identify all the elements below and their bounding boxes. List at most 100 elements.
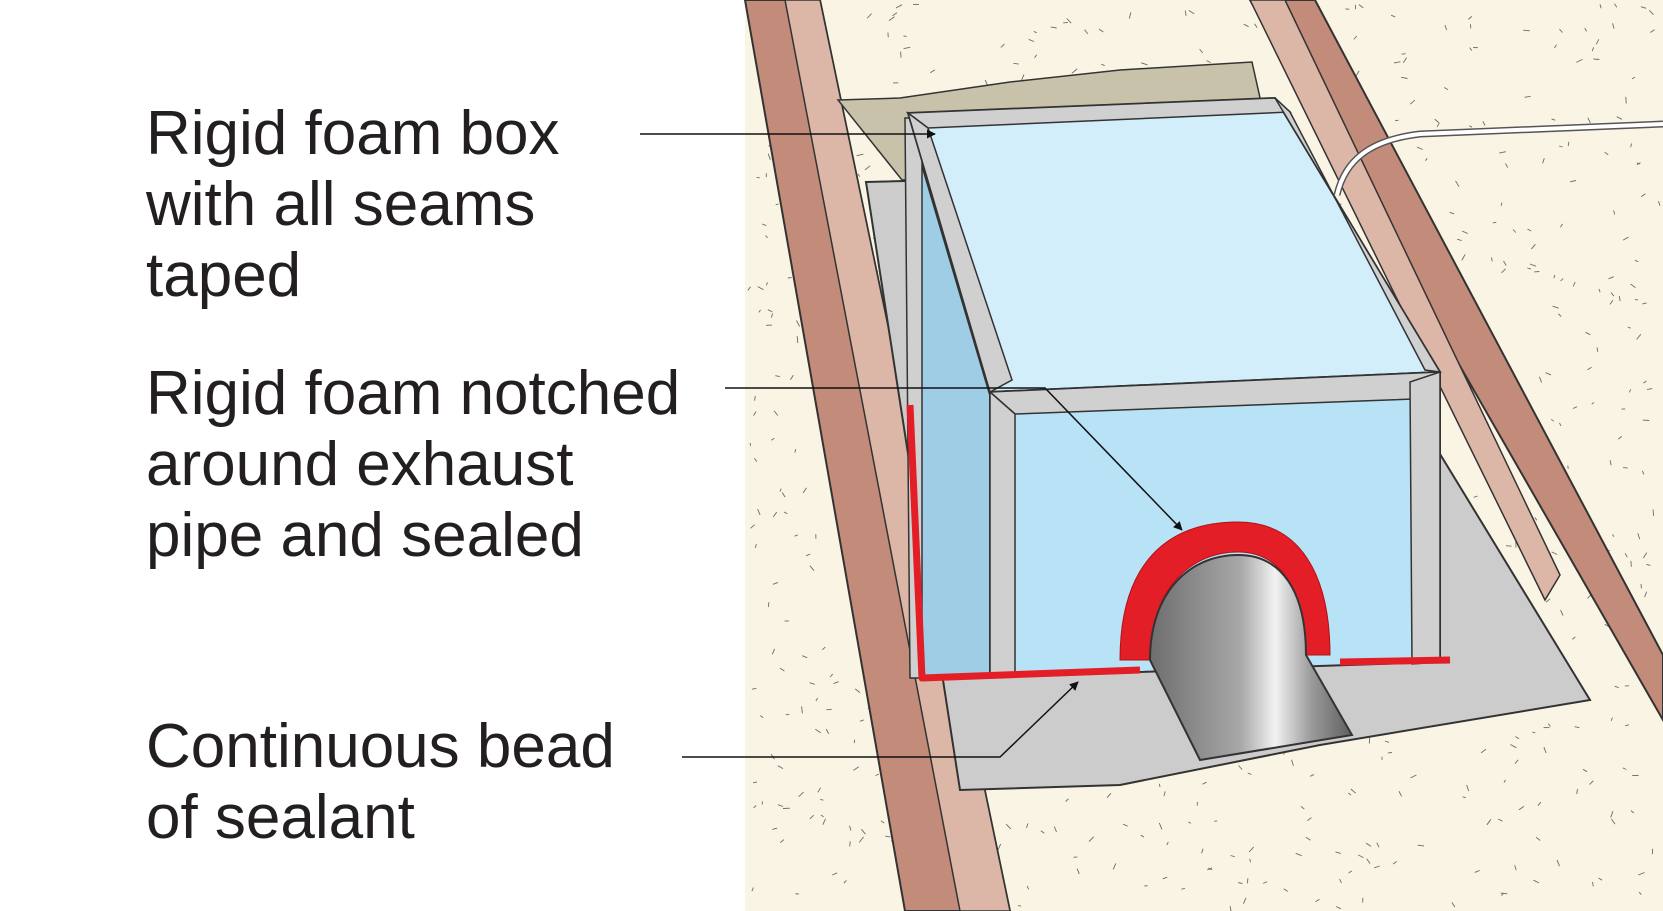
soil-speckle xyxy=(1609,299,1614,305)
soil-speckle xyxy=(1537,801,1542,806)
soil-speckle xyxy=(1358,854,1364,859)
soil-speckle xyxy=(984,79,988,85)
soil-speckle xyxy=(1247,772,1252,775)
soil-speckle xyxy=(1503,779,1506,783)
soil-speckle xyxy=(1545,598,1551,603)
soil-speckle xyxy=(1505,163,1509,168)
soil-speckle xyxy=(1623,467,1628,469)
label-foam-notch: Rigid foam notched around exhaust pipe a… xyxy=(146,358,680,571)
soil-speckle xyxy=(1206,60,1211,63)
soil-speckle xyxy=(794,448,797,453)
soil-speckle xyxy=(1630,283,1636,289)
label-sealant: Continuous bead of sealant xyxy=(146,711,615,853)
soil-speckle xyxy=(1542,158,1545,164)
soil-speckle xyxy=(1616,116,1623,120)
soil-speckle xyxy=(1353,35,1358,40)
soil-speckle xyxy=(997,843,1002,851)
soil-speckle xyxy=(1644,591,1648,598)
soil-speckle xyxy=(1409,99,1416,105)
soil-speckle xyxy=(929,69,936,74)
soil-speckle xyxy=(1202,781,1207,785)
soil-speckle xyxy=(1614,685,1619,689)
soil-speckle xyxy=(1576,788,1578,795)
soil-speckle xyxy=(796,320,800,327)
soil-speckle xyxy=(770,437,775,441)
soil-speckle xyxy=(895,4,903,9)
soil-speckle xyxy=(1243,23,1249,28)
soil-speckle xyxy=(783,511,788,515)
soil-speckle xyxy=(864,165,871,171)
soil-speckle xyxy=(1162,876,1168,880)
soil-speckle xyxy=(1140,834,1145,838)
soil-speckle xyxy=(1560,278,1564,282)
soil-speckle xyxy=(1610,811,1614,818)
soil-speckle xyxy=(1242,897,1247,904)
soil-speckle xyxy=(1529,263,1537,267)
soil-speckle xyxy=(1524,95,1531,98)
soil-speckle xyxy=(767,153,771,160)
soil-speckle xyxy=(1595,39,1600,45)
soil-speckle xyxy=(1612,23,1615,29)
soil-speckle xyxy=(1622,236,1629,241)
soil-speckle xyxy=(1503,260,1507,266)
soil-speckle xyxy=(833,681,839,685)
soil-speckle xyxy=(1624,553,1628,558)
soil-speckle xyxy=(1000,43,1005,48)
soil-speckle xyxy=(1538,376,1543,383)
soil-speckle xyxy=(747,286,751,291)
soil-speckle xyxy=(1053,826,1057,833)
soil-speckle xyxy=(1005,823,1012,830)
soil-speckle xyxy=(1532,731,1536,734)
soil-speckle xyxy=(765,282,768,286)
soil-speckle xyxy=(1617,436,1623,440)
soil-speckle xyxy=(1501,268,1506,274)
soil-speckle xyxy=(1434,118,1440,123)
soil-speckle xyxy=(1449,211,1455,215)
soil-speckle xyxy=(1640,6,1647,9)
soil-speckle xyxy=(1291,759,1294,766)
soil-speckle xyxy=(858,836,864,843)
soil-speckle xyxy=(1613,210,1616,215)
soil-speckle xyxy=(817,787,821,793)
soil-speckle xyxy=(853,739,856,744)
soil-speckle xyxy=(1473,495,1478,498)
soil-speckle xyxy=(861,828,866,835)
soil-speckle xyxy=(772,511,778,518)
soil-speckle xyxy=(888,16,895,21)
soil-speckle xyxy=(1040,830,1045,834)
label-foam-box-line-1: Rigid foam box xyxy=(146,99,560,168)
label-sealant-line-1: Continuous bead xyxy=(146,712,615,781)
soil-speckle xyxy=(1591,401,1595,405)
soil-speckle xyxy=(1066,18,1072,24)
soil-speckle xyxy=(857,173,861,177)
soil-speckle xyxy=(1492,221,1497,224)
soil-speckle xyxy=(1436,122,1440,128)
soil-speckle xyxy=(1462,796,1466,799)
soil-speckle xyxy=(1181,887,1186,890)
label-sealant-line-2: of sealant xyxy=(146,783,415,852)
soil-speckle xyxy=(757,286,764,290)
soil-speckle xyxy=(832,872,838,876)
soil-speckle xyxy=(754,458,758,462)
soil-speckle xyxy=(1425,158,1428,161)
soil-speckle xyxy=(1598,288,1601,293)
soil-speckle xyxy=(1482,121,1486,126)
soil-speckle xyxy=(1636,162,1641,165)
soil-speckle xyxy=(866,13,873,19)
foam-box-front-rim-left xyxy=(989,390,1016,678)
soil-speckle xyxy=(1558,313,1562,317)
soil-speckle xyxy=(773,410,779,416)
soil-speckle xyxy=(1610,717,1613,721)
soil-speckle xyxy=(1574,726,1580,729)
soil-speckle xyxy=(1640,193,1646,197)
soil-speckle xyxy=(1461,254,1466,261)
soil-speckle xyxy=(1392,861,1397,865)
soil-speckle xyxy=(1088,836,1095,842)
soil-speckle xyxy=(772,827,778,830)
soil-speckle xyxy=(1028,38,1035,42)
soil-speckle xyxy=(1559,422,1562,427)
soil-speckle xyxy=(767,602,770,608)
soil-speckle xyxy=(1466,784,1470,792)
soil-speckle xyxy=(1026,885,1030,890)
